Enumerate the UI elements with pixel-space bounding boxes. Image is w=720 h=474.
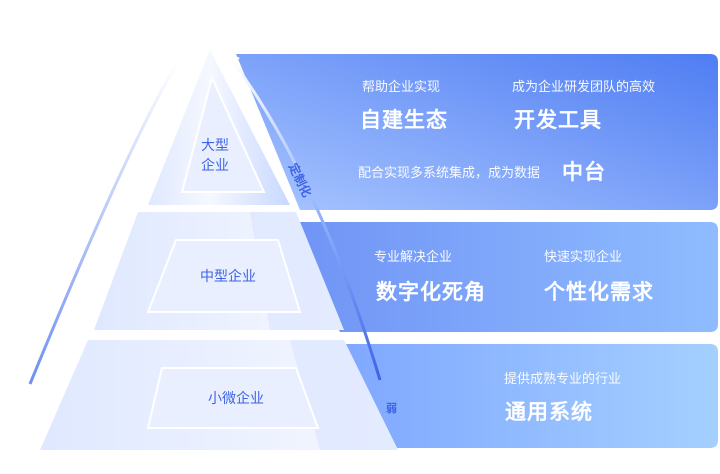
medium-right-caption: 快速实现企业	[544, 250, 623, 265]
small-title: 通用系统	[505, 400, 593, 424]
band-medium	[286, 222, 718, 332]
small-caption: 提供成熟专业的行业	[504, 372, 622, 387]
medium-right-title: 个性化需求	[544, 280, 654, 304]
tier-label-small: 小微企业	[208, 391, 264, 407]
tier-label-medium: 中型企业	[200, 269, 256, 285]
band-large	[236, 54, 718, 210]
large-bottom-title: 中台	[562, 160, 606, 184]
axis-label-weak: 弱	[386, 402, 397, 415]
pyramid-medium-inner	[146, 239, 302, 313]
tier-label-large: 大型 企业	[201, 138, 229, 174]
medium-left-caption: 专业解决企业	[374, 250, 453, 265]
large-left-caption: 帮助企业实现	[362, 80, 441, 95]
right-arrow-head	[226, 52, 240, 66]
pyramid-small-inner	[146, 367, 320, 429]
band-small	[340, 344, 718, 448]
right-arrow-line	[230, 59, 382, 381]
large-left-title: 自建生态	[360, 108, 448, 132]
left-arrow-line	[28, 61, 180, 385]
large-right-caption: 成为企业研发团队的高效	[512, 80, 656, 95]
large-right-title: 开发工具	[514, 108, 602, 132]
large-bottom-caption: 配合实现多系统集成，成为数据	[358, 166, 541, 181]
pyramid-large-inner	[180, 75, 266, 193]
medium-left-title: 数字化死角	[376, 280, 486, 304]
